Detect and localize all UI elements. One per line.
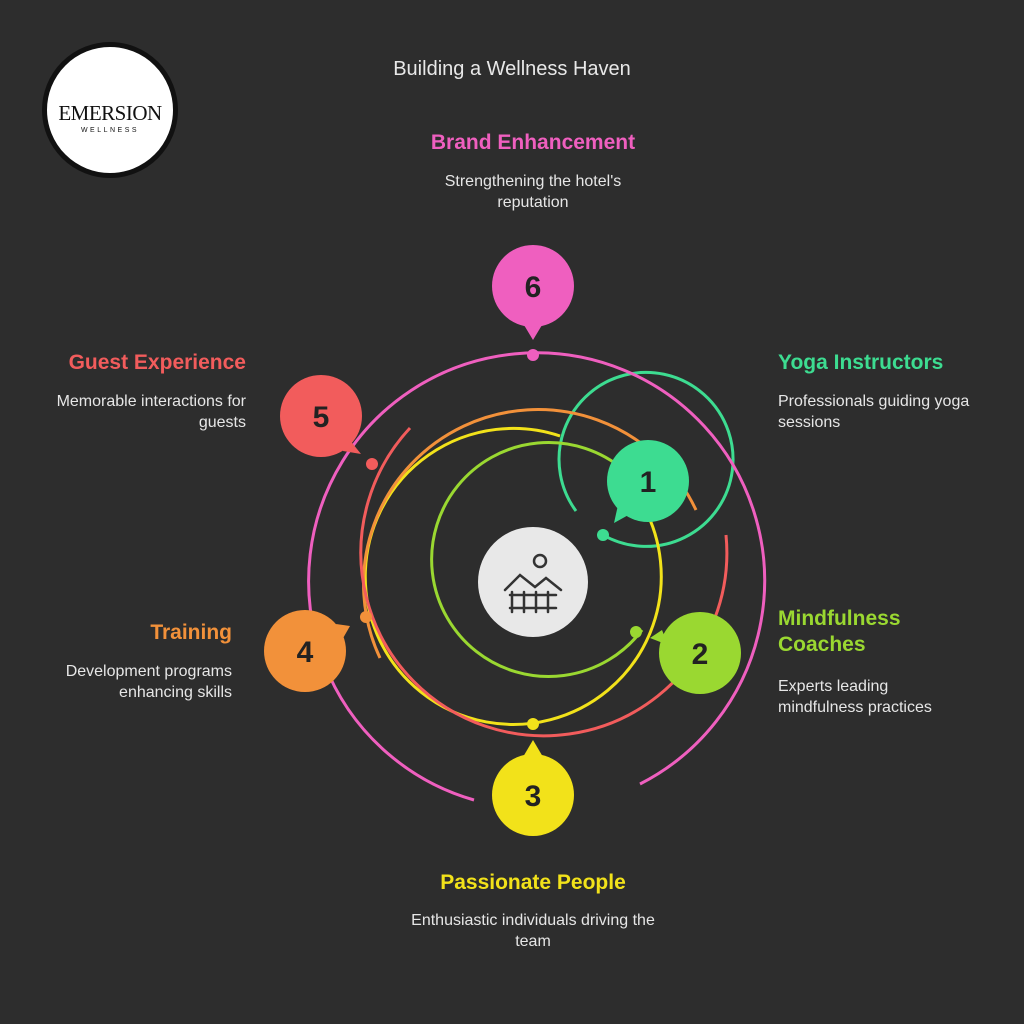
marker-2: 2: [650, 612, 741, 694]
marker-2-number: 2: [692, 638, 709, 671]
marker-5: 5: [280, 375, 362, 457]
dot-6: [527, 349, 539, 361]
dot-2: [630, 626, 642, 638]
dot-5: [366, 458, 378, 470]
marker-6: 6: [492, 245, 574, 340]
marker-1-number: 1: [640, 466, 657, 499]
label-training: Training: [150, 621, 232, 644]
marker-1: 1: [607, 440, 689, 523]
dot-1: [597, 529, 609, 541]
emersion-logo: EMERSION WELLNESS: [42, 42, 178, 178]
marker-4-number: 4: [297, 636, 314, 669]
dot-4: [360, 611, 372, 623]
label-guest-experience: Guest Experience: [68, 351, 246, 374]
ring-1: [557, 370, 735, 548]
desc-passionate-people: Enthusiastic individuals driving the tea…: [411, 912, 655, 951]
marker-3-number: 3: [525, 780, 542, 813]
wellness-landscape-icon: [503, 553, 563, 614]
ring-2: [430, 440, 644, 678]
label-yoga-instructors: Yoga Instructors: [778, 351, 944, 374]
center-circle: [478, 527, 588, 637]
desc-brand-enhancement: Strengthening the hotel's reputation: [444, 173, 622, 212]
marker-6-number: 6: [525, 271, 542, 304]
logo-name: EMERSION: [58, 101, 162, 125]
label-brand-enhancement: Brand Enhancement: [430, 131, 636, 154]
marker-4: 4: [264, 610, 350, 692]
label-passionate-people: Passionate People: [440, 871, 626, 894]
dot-3: [527, 718, 539, 730]
logo-tagline: WELLNESS: [80, 127, 140, 134]
desc-training: Development programs enhancing skills: [65, 663, 232, 702]
desc-yoga-instructors: Professionals guiding yoga sessions: [778, 393, 970, 432]
ring-3: [363, 426, 663, 726]
page-title: Building a Wellness Haven: [393, 58, 631, 80]
desc-guest-experience: Memorable interactions for guests: [56, 393, 246, 432]
marker-3: 3: [492, 740, 574, 836]
desc-mindfulness-coaches: Experts leading mindfulness practices: [778, 678, 932, 717]
label-mindfulness-coaches: Mindfulness Coaches: [778, 607, 901, 657]
marker-5-number: 5: [313, 401, 330, 434]
